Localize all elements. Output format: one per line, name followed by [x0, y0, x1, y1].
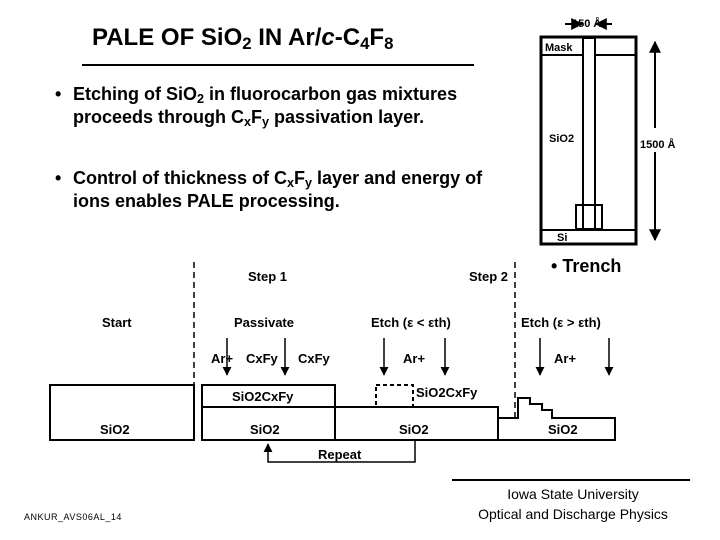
bullet-dot-icon: • — [551, 256, 563, 276]
trench-width-label: 150 Å — [572, 17, 601, 30]
start-substrate — [49, 384, 195, 441]
mask-label: Mask — [545, 42, 573, 54]
cxfy-label: CxFy — [298, 351, 331, 366]
sio2cxfy-label: SiO2CxFy — [232, 389, 294, 404]
credit-lab: Optical and Discharge Physics — [478, 506, 668, 522]
credit-block: Iowa State University Optical and Discha… — [455, 484, 691, 524]
sio2-label: SiO2 — [399, 422, 429, 437]
pale-process-diagram: Step 1 Step 2 Start Passivate Etch (ε < … — [49, 262, 616, 463]
bullet-dot-icon: • — [55, 168, 62, 188]
repeat-label: Repeat — [318, 447, 362, 462]
ar-ion-label: Ar+ — [211, 351, 233, 366]
trench-bottom-highlight — [575, 204, 603, 230]
overetched-substrate — [497, 397, 616, 441]
slide-id: ANKUR_AVS06AL_14 — [24, 512, 122, 522]
removed-layer — [375, 384, 414, 408]
credit-university: Iowa State University — [507, 486, 639, 502]
passivate-label: Passivate — [234, 315, 294, 330]
cxfy-label: CxFy — [246, 351, 279, 366]
page-title: PALE OF SiO2 IN Ar/c-C4F8 — [92, 24, 394, 54]
sio2-label: SiO2 — [100, 422, 130, 437]
step2-label: Step 2 — [469, 269, 508, 284]
bullet-trench: • Trench — [551, 256, 622, 276]
trench-depth-label: 1500 Å — [640, 138, 676, 151]
etch-low-label: Etch (ε < εth) — [371, 315, 451, 330]
bullet-etching: •Etching of SiO2 in fluorocarbon gas mix… — [55, 84, 458, 130]
credit-rule — [452, 479, 690, 481]
oxide-label: SiO2 — [549, 133, 574, 145]
trench-opening — [582, 37, 596, 231]
repeat-arrow-icon — [263, 440, 416, 463]
sio2-label: SiO2 — [250, 422, 280, 437]
etch-high-label: Etch (ε > εth) — [521, 315, 601, 330]
bullet-control: •Control of thickness of CxFy layer and … — [55, 168, 483, 211]
sio2-label: SiO2 — [548, 422, 578, 437]
start-label: Start — [102, 315, 132, 330]
substrate-label: Si — [557, 232, 567, 244]
step1-label: Step 1 — [248, 269, 287, 284]
title-underline — [82, 64, 474, 66]
ar-ion-label: Ar+ — [403, 351, 425, 366]
bullet-dot-icon: • — [55, 84, 62, 104]
etched-substrate — [334, 406, 499, 441]
ar-ion-label: Ar+ — [554, 351, 576, 366]
sio2cxfy-label: SiO2CxFy — [416, 385, 478, 400]
trench-diagram: Mask SiO2 Si 150 Å 1500 Å — [539, 17, 676, 246]
